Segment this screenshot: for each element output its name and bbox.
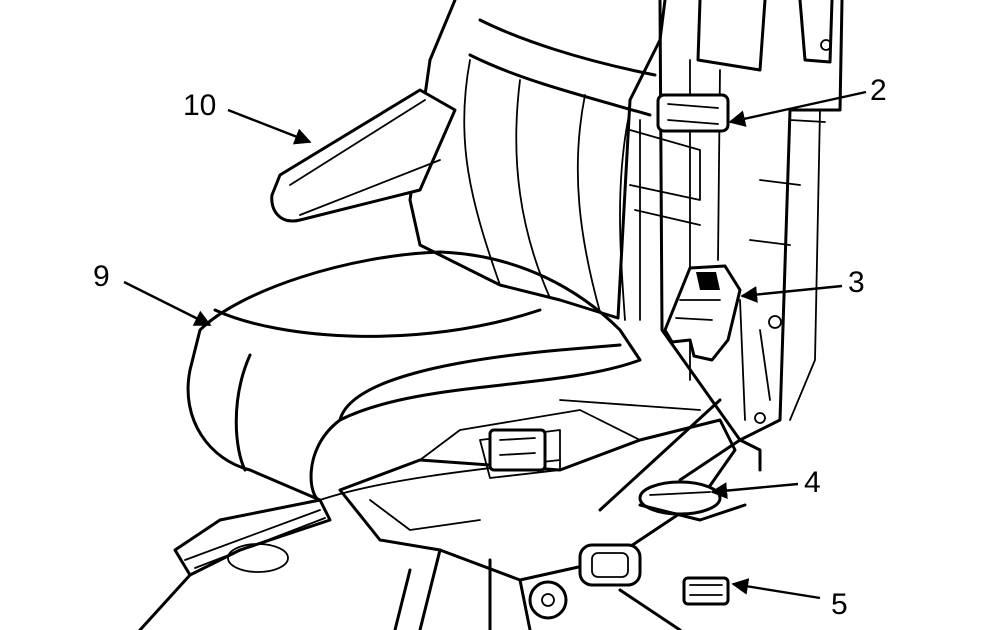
seat-base-mechanism (338, 398, 742, 630)
callout-9: 9 (93, 260, 110, 293)
callout-10: 10 (183, 89, 216, 122)
callout-2: 2 (870, 74, 887, 107)
leader-5 (731, 578, 821, 600)
recline-lever (638, 480, 747, 522)
back-release-pad (656, 93, 730, 133)
side-pad (682, 576, 730, 606)
leader-10 (227, 108, 312, 145)
seat-back-cushion (408, 0, 667, 321)
slide-rail-left (138, 498, 332, 630)
armrest (270, 88, 457, 223)
callout-4: 4 (804, 466, 821, 499)
leader-4 (710, 482, 799, 499)
lumbar-adjuster (663, 264, 742, 362)
leader-3 (740, 284, 843, 303)
callout-5: 5 (831, 588, 848, 621)
callout-3: 3 (848, 266, 865, 299)
leader-2 (728, 90, 867, 127)
leader-lines (123, 90, 867, 600)
callout-labels: 10 2 9 3 4 5 (93, 74, 887, 621)
leader-9 (123, 280, 212, 327)
height-adjust-knob (528, 543, 682, 630)
seat-back-frame (629, 0, 844, 472)
